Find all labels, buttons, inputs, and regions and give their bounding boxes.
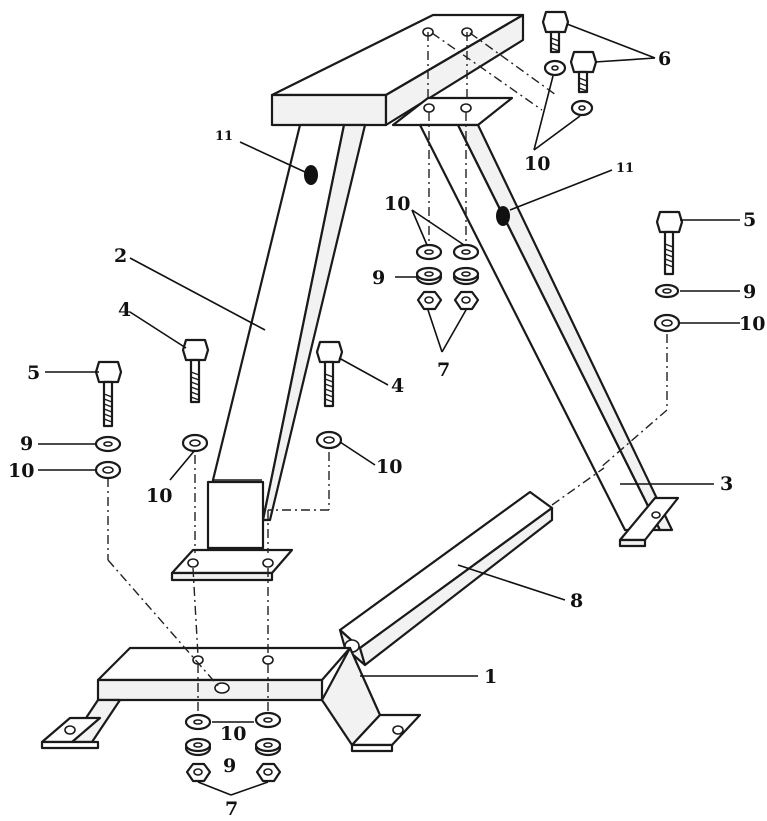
brace-part-8 (338, 490, 554, 667)
bolt-5-right (655, 210, 684, 276)
label-10-bolt4-left: 10 (146, 485, 172, 507)
label-10-bottom: 10 (220, 723, 246, 745)
leader-lines (38, 23, 740, 796)
label-4-left: 4 (118, 299, 131, 321)
label-10-left: 10 (8, 460, 34, 482)
assembly-center-lines (107, 32, 668, 718)
label-4-right: 4 (391, 375, 404, 397)
bolt-4-right (315, 340, 344, 408)
washers-and-nuts (94, 59, 681, 783)
label-9-bottom: 9 (223, 755, 236, 777)
label-9-right: 9 (743, 281, 756, 303)
label-9-left: 9 (20, 433, 33, 455)
bolt-4-left (181, 338, 210, 404)
label-1: 1 (484, 666, 497, 688)
label-11-left: 11 (215, 129, 233, 144)
label-6: 6 (658, 48, 671, 70)
right-leg-part-3 (418, 123, 680, 548)
label-11-right: 11 (616, 161, 634, 176)
part-labels: 11 11 2 3 8 1 4 4 5 5 6 10 10 9 7 9 10 9… (8, 48, 765, 820)
label-2: 2 (114, 245, 127, 267)
label-10-top: 10 (524, 153, 550, 175)
bolts-6 (541, 10, 598, 94)
label-8: 8 (570, 590, 583, 612)
label-5-right: 5 (743, 209, 756, 231)
marker-dot-right (496, 206, 510, 226)
left-leg-part-2 (170, 123, 367, 582)
label-7-mid: 7 (437, 359, 450, 381)
top-mount-plate (391, 96, 514, 127)
label-9-mid: 9 (372, 267, 385, 289)
marker-dot-left (304, 165, 318, 185)
label-7-bottom: 7 (225, 798, 238, 820)
base-part-1 (40, 646, 422, 753)
bolt-5-left (94, 360, 123, 428)
label-3: 3 (720, 473, 733, 495)
label-10-mid: 10 (384, 193, 410, 215)
label-5-left: 5 (27, 362, 40, 384)
label-10-right: 10 (739, 313, 765, 335)
label-10-bolt4-right: 10 (376, 456, 402, 478)
